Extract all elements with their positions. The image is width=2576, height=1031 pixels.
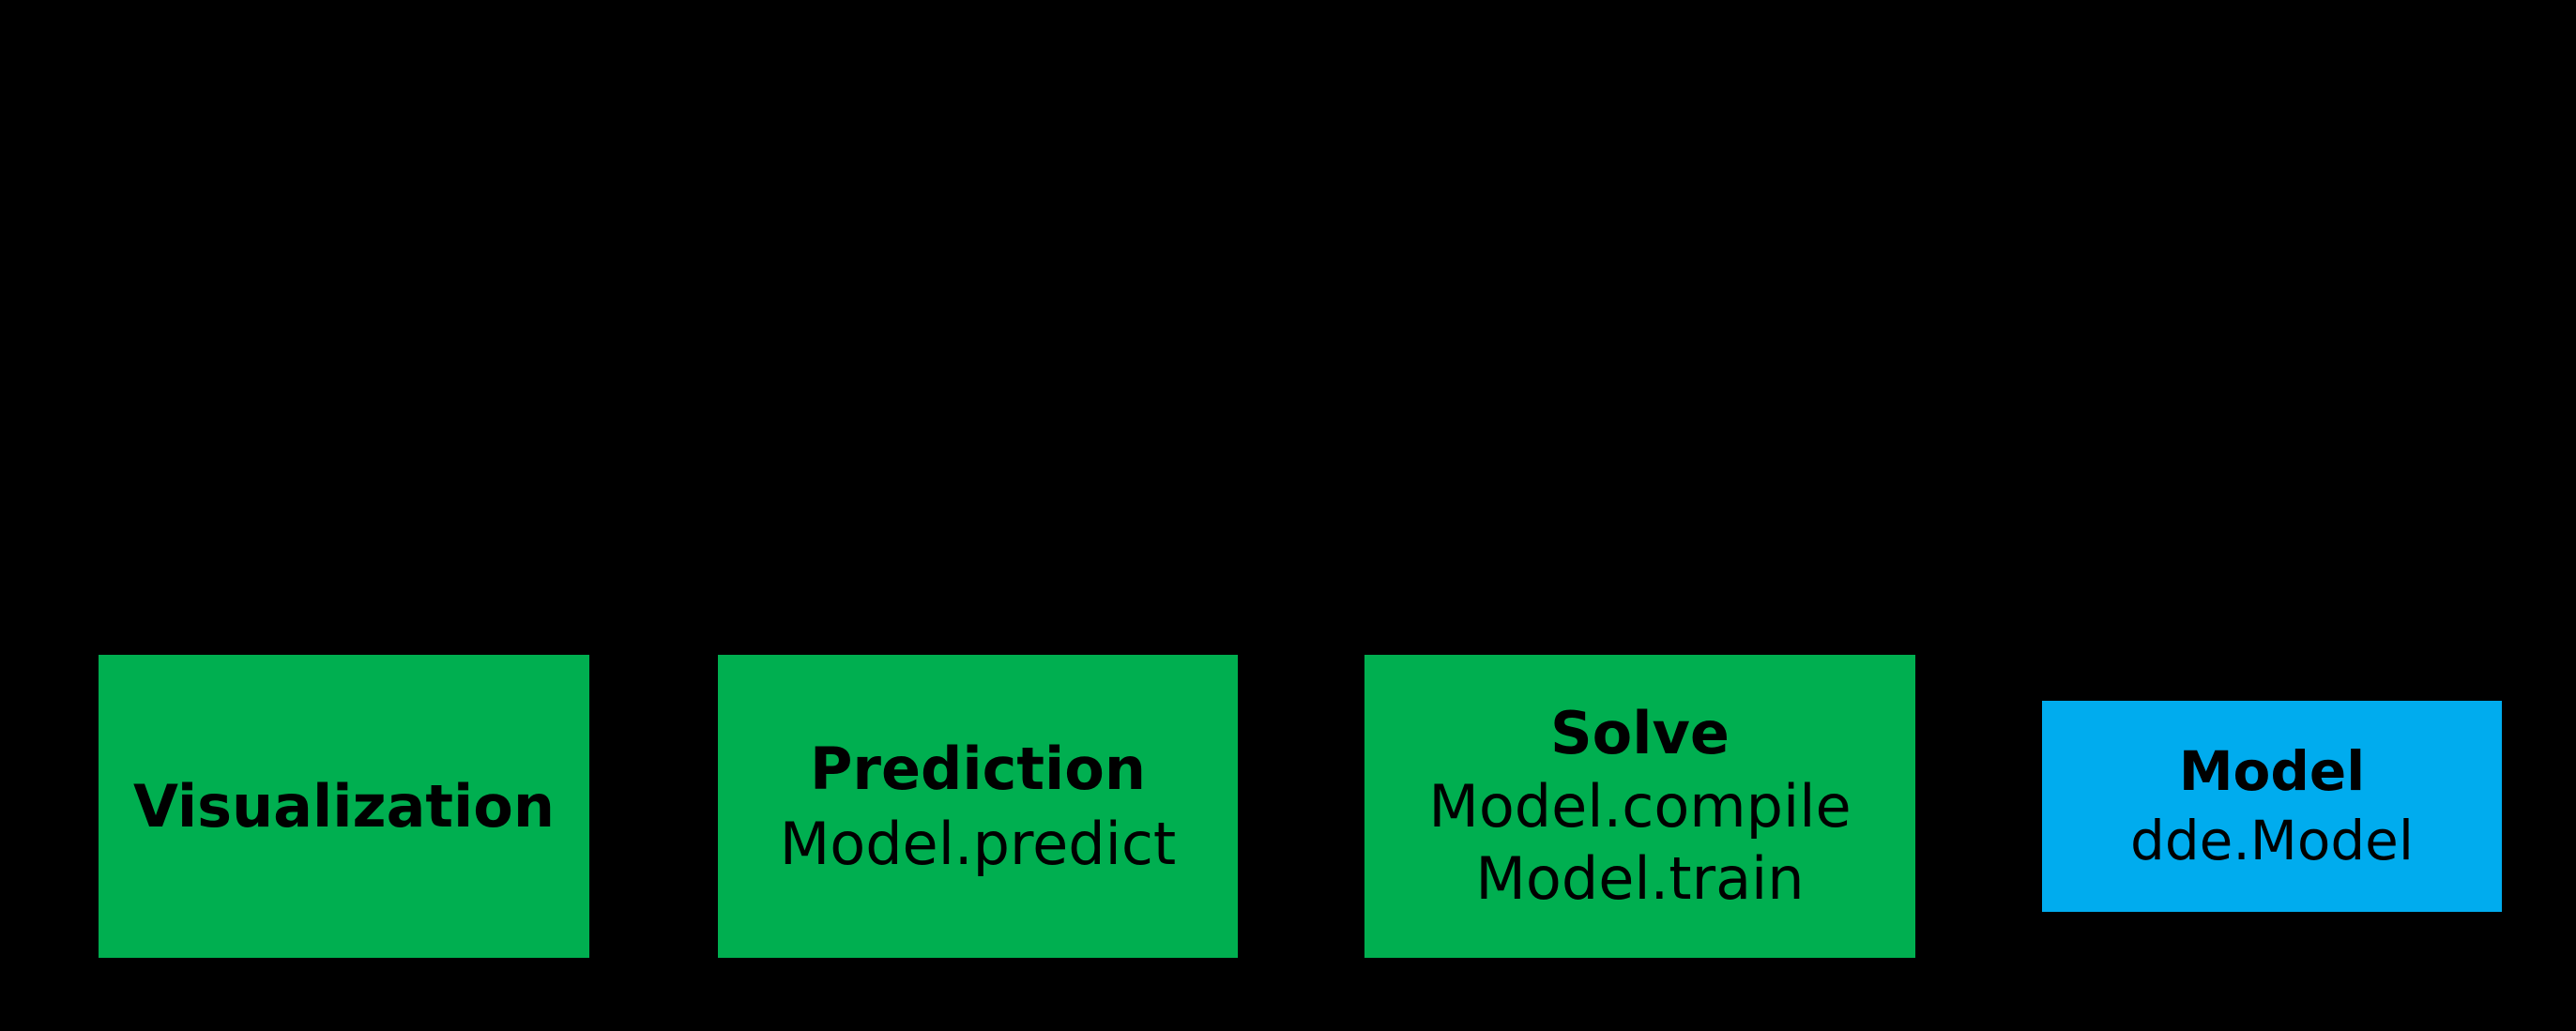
node-prediction[interactable]: Prediction Model.predict (718, 655, 1238, 958)
node-visualization[interactable]: Visualization (99, 655, 589, 958)
node-prediction-api-predict: Model.predict (779, 809, 1177, 878)
node-solve[interactable]: Solve Model.compile Model.train (1364, 655, 1915, 958)
node-visualization-title: Visualization (132, 771, 556, 841)
node-prediction-title: Prediction (809, 734, 1147, 803)
node-model[interactable]: Model dde.Model (2042, 701, 2502, 912)
node-solve-api-compile: Model.compile (1428, 771, 1852, 841)
node-solve-api-train: Model.train (1475, 844, 1805, 914)
node-model-title: Model (2178, 739, 2366, 804)
node-model-api-dde-model: dde.Model (2130, 808, 2414, 872)
node-solve-title: Solve (1550, 698, 1730, 767)
